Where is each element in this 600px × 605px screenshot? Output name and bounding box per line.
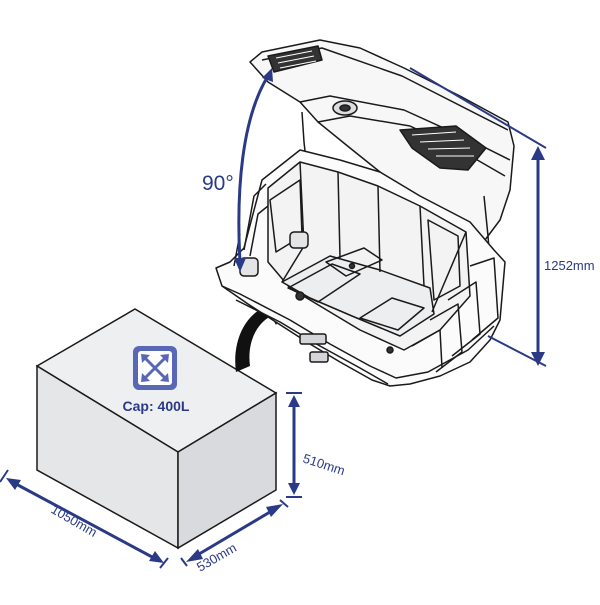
lid-grip-rear <box>399 125 487 171</box>
lock-icon <box>332 100 358 116</box>
overall-height-dimension <box>409 67 547 367</box>
box-height-label: 510mm <box>301 451 347 479</box>
box-length-dimension <box>0 469 169 569</box>
box-height-dimension <box>286 392 302 498</box>
lid-grip-front <box>267 45 323 73</box>
capacity-label: Cap: 400L <box>123 398 190 414</box>
expand-arrows-icon <box>133 346 177 390</box>
box-length-label: 1050mm <box>49 502 100 540</box>
opening-angle-dimension <box>234 68 273 272</box>
box-depth-dimension <box>180 499 289 567</box>
box-side-face <box>177 391 277 550</box>
overall-height-label: 1252mm <box>544 258 595 273</box>
opening-angle-label: 90° <box>202 172 234 195</box>
